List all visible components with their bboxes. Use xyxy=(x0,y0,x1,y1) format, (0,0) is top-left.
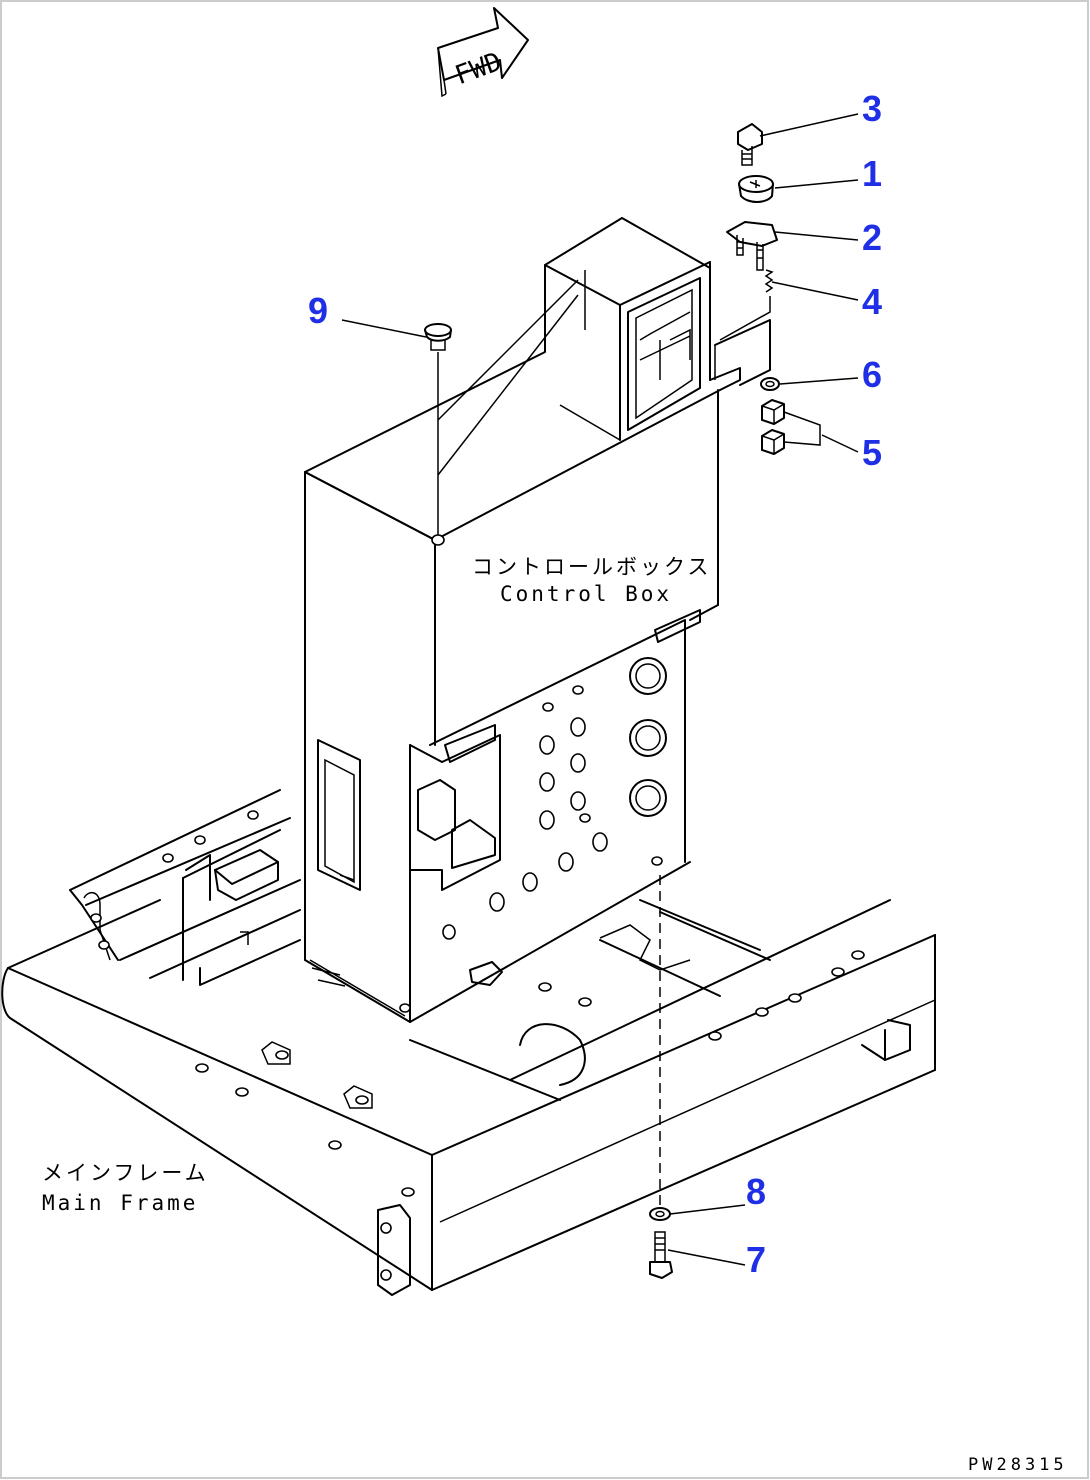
switch-holes xyxy=(399,534,663,1013)
washer-icon xyxy=(760,377,780,391)
spring-icon xyxy=(764,269,774,293)
bolt-icon xyxy=(737,123,763,166)
callout-3: 3 xyxy=(862,88,882,129)
fwd-arrow-icon: FWD xyxy=(437,7,529,98)
grommet-icon xyxy=(424,323,452,351)
callout-9: 9 xyxy=(308,290,328,331)
callout-2: 2 xyxy=(862,217,882,258)
control-box-label-jp: コントロールボックス xyxy=(472,555,711,579)
main-frame-label-en: Main Frame xyxy=(42,1191,198,1215)
callout-8: 8 xyxy=(746,1171,766,1212)
lower-bolt-icon xyxy=(649,1231,673,1279)
control-box-label-en: Control Box xyxy=(500,582,672,606)
frame-holes xyxy=(90,810,865,1197)
assembly-lines xyxy=(341,113,859,1266)
main-frame xyxy=(1,789,936,1296)
callout-7: 7 xyxy=(746,1239,766,1280)
mounting-plate-icon xyxy=(726,221,778,271)
main-frame-label-jp: メインフレーム xyxy=(42,1161,209,1185)
cap-icon xyxy=(738,175,774,203)
control-box: コントロールボックス Control Box xyxy=(304,217,771,1023)
callout-6: 6 xyxy=(862,354,882,395)
drawing-code: PW28315 xyxy=(968,1455,1068,1475)
callout-1: 1 xyxy=(862,153,882,194)
callout-4: 4 xyxy=(862,281,882,322)
nut-icon xyxy=(761,399,785,455)
callout-5: 5 xyxy=(862,432,882,473)
fwd-text: FWD xyxy=(451,47,505,91)
lower-washer-icon xyxy=(649,1207,671,1221)
gauge-icon xyxy=(629,657,667,817)
